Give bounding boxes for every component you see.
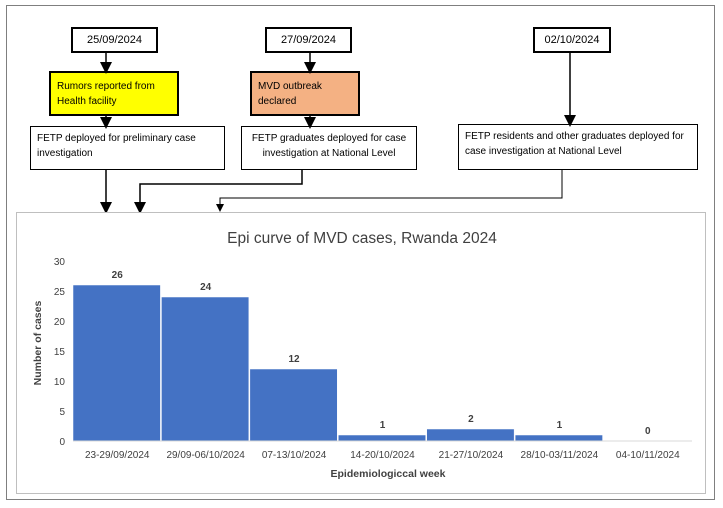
event-outbreak-declared: MVD outbreak declared [250,71,360,116]
deployment-box-3: FETP residents and other graduates deplo… [458,124,698,170]
bar [426,428,515,442]
data-label: 26 [112,270,124,281]
bar [338,434,426,442]
data-label: 2 [468,414,474,425]
y-tick-label: 0 [59,437,65,448]
bar [72,284,161,442]
y-axis-label: Number of cases [32,301,44,386]
data-label: 0 [645,426,651,437]
data-label: 12 [289,354,301,365]
y-tick-label: 20 [54,317,66,328]
y-tick-label: 10 [54,377,66,388]
data-label: 24 [200,282,212,293]
x-tick-label: 28/10-03/11/2024 [521,450,599,461]
chart-title: Epi curve of MVD cases, Rwanda 2024 [227,230,497,247]
arrow-deploy2-to-chart [134,170,303,214]
x-tick-label: 14-20/10/2024 [350,450,415,461]
data-label: 1 [380,420,386,431]
epi-curve-chart: Epi curve of MVD cases, Rwanda 2024 Numb… [16,212,706,494]
x-tick-label: 04-10/11/2024 [616,450,680,461]
chart-svg: Epi curve of MVD cases, Rwanda 2024 Numb… [32,230,692,480]
x-tick-label: 07-13/10/2024 [262,450,327,461]
deployment-box-2: FETP graduates deployed for case investi… [241,126,417,170]
bar [161,296,250,442]
date-box-2: 27/09/2024 [265,27,352,53]
x-tick-label: 29/09-06/10/2024 [166,450,245,461]
y-tick-label: 25 [54,287,66,298]
bar [514,434,603,442]
x-tick-label: 21-27/10/2024 [439,450,504,461]
deployment-box-1: FETP deployed for preliminary case inves… [30,126,225,170]
arrow-deploy3-to-chart [216,170,563,212]
date-box-1: 25/09/2024 [71,27,158,53]
bar [249,368,338,442]
figure-frame [6,5,715,500]
y-tick-label: 15 [54,347,66,358]
x-axis-label: Epidemiologiccal week [331,468,446,480]
data-label: 1 [557,420,563,431]
date-box-3: 02/10/2024 [533,27,611,53]
y-tick-label: 30 [54,257,66,268]
event-rumors: Rumors reported from Health facility [49,71,179,116]
y-tick-label: 5 [59,407,65,418]
x-tick-label: 23-29/09/2024 [85,450,150,461]
plot-area: 0510152025302623-29/09/20242429/09-06/10… [54,257,692,461]
